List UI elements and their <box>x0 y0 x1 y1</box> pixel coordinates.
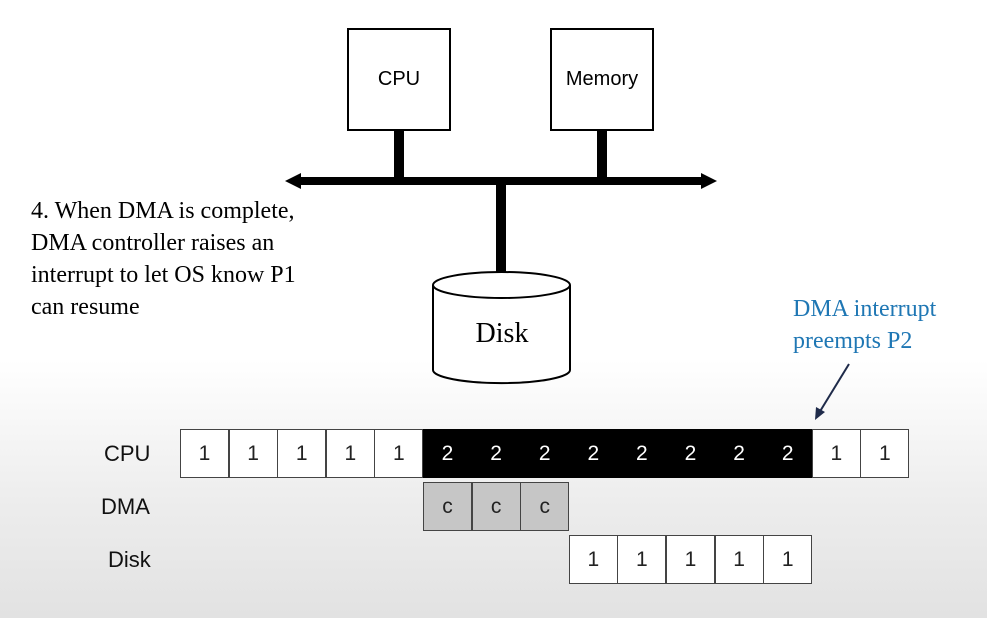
callout-line: DMA interrupt <box>793 296 937 322</box>
step-description: 4. When DMA is complete, DMA controller … <box>31 195 351 323</box>
cpu-box-label: CPU <box>377 68 421 90</box>
callout-line: preempts P2 <box>793 328 913 354</box>
cpu-slot-cell: 1 <box>811 429 861 478</box>
step-line: DMA controller raises an <box>31 230 275 256</box>
cpu-box: CPU <box>347 28 451 131</box>
disk-slot-cell: 1 <box>568 535 618 584</box>
cpu-bus-connector <box>394 130 404 180</box>
cpu-slot-cell: 1 <box>374 429 424 478</box>
callout-arrow <box>815 363 850 420</box>
cpu-slot-cell: 1 <box>228 429 278 478</box>
disk-cylinder <box>432 271 571 385</box>
interrupt-callout: DMA interrupt preempts P2 <box>793 293 936 357</box>
cpu-slot-cell: 2 <box>714 429 764 478</box>
cpu-slot-cell: 2 <box>617 429 667 478</box>
row-label-disk: Disk <box>108 547 151 572</box>
bus-arrow-left <box>285 173 301 189</box>
disk-slot-cell: 1 <box>714 535 764 584</box>
disk-slot-cell: 1 <box>763 535 813 584</box>
cpu-slot-cell: 2 <box>666 429 715 478</box>
disk-slot-cell: 1 <box>617 535 667 584</box>
system-bus <box>298 177 702 185</box>
cpu-slot-cell: 1 <box>860 429 910 478</box>
step-line: interrupt to let OS know P1 <box>31 262 296 288</box>
cpu-slot-cell: 1 <box>180 429 229 478</box>
step-line: 4. When DMA is complete, <box>31 198 295 224</box>
cpu-slot-cell: 2 <box>568 429 618 478</box>
cpu-slot-cell: 2 <box>471 429 521 478</box>
disk-label: Disk <box>475 318 529 349</box>
dma-slot-cell: c <box>471 482 521 531</box>
row-label-cpu: CPU <box>104 441 151 466</box>
memory-bus-connector <box>597 130 607 180</box>
memory-box: Memory <box>550 28 654 131</box>
disk-bus-connector <box>496 183 506 273</box>
bus-arrow-right <box>701 173 717 189</box>
disk-slot-cell: 1 <box>666 535 715 584</box>
memory-box-label: Memory <box>565 68 639 90</box>
cpu-slot-cell: 2 <box>423 429 472 478</box>
row-label-dma: DMA <box>101 494 150 519</box>
cpu-slot-cell: 2 <box>763 429 813 478</box>
dma-slot-cell: c <box>520 482 570 531</box>
step-line: can resume <box>31 294 140 320</box>
dma-slot-cell: c <box>423 482 472 531</box>
cpu-slot-cell: 1 <box>325 429 375 478</box>
cpu-slot-cell: 1 <box>277 429 327 478</box>
cpu-slot-cell: 2 <box>520 429 570 478</box>
